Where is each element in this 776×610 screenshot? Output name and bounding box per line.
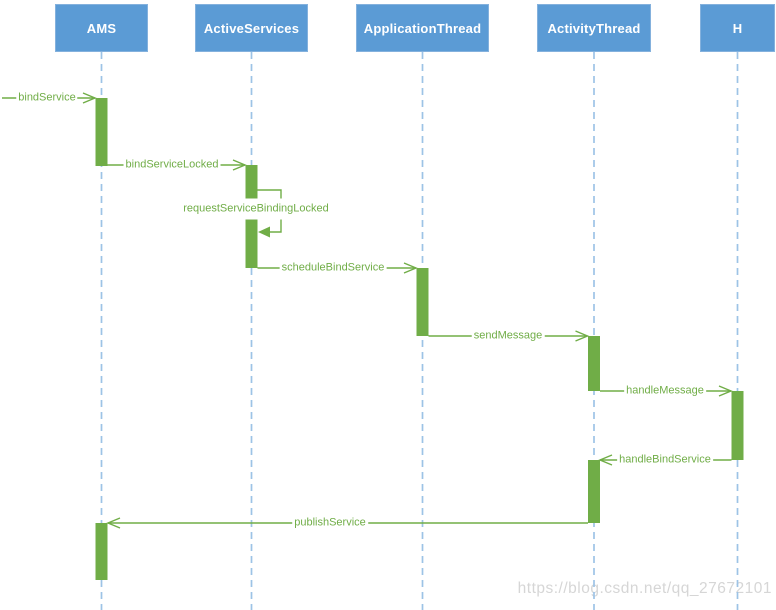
participant-box-ams: AMS <box>55 4 148 52</box>
participant-box-applicationthread: ApplicationThread <box>356 4 489 52</box>
activation-bar-ams <box>95 98 108 166</box>
message-arrowhead-schedulebindservice <box>403 262 418 274</box>
message-arrowhead-handlemessage <box>718 385 733 397</box>
participant-box-activitythread: ActivityThread <box>537 4 651 52</box>
message-label-handlemessage: handleMessage <box>624 380 706 402</box>
activation-bar-activitythread <box>588 336 600 391</box>
message-label-handlebindservice: handleBindService <box>617 449 713 471</box>
message-arrowhead-bindservicelocked <box>232 159 247 171</box>
activation-bar-h <box>731 391 744 460</box>
message-label-sendmessage: sendMessage <box>471 325 545 347</box>
participant-box-activeservices: ActiveServices <box>195 4 308 52</box>
message-arrowhead-sendmessage <box>575 330 590 342</box>
activation-bar-applicationthread <box>416 268 429 336</box>
message-label-publishservice: publishService <box>292 512 368 534</box>
self-message-label: requestServiceBindingLocked <box>181 198 331 220</box>
message-arrowhead-publishservice <box>106 517 121 529</box>
message-arrowhead-bindservice <box>82 92 97 104</box>
message-label-schedulebindservice: scheduleBindService <box>279 257 387 279</box>
message-label-bindservice: bindService <box>16 87 78 109</box>
activation-bar-ams <box>95 523 108 580</box>
participant-box-h: H <box>700 4 775 52</box>
watermark-text: https://blog.csdn.net/qq_27672101 <box>517 580 772 597</box>
activation-bar-activitythread <box>588 460 600 523</box>
message-label-bindservicelocked: bindServiceLocked <box>123 154 221 176</box>
message-arrowhead-handlebindservice <box>598 454 613 466</box>
self-message-arrowhead <box>258 226 270 238</box>
